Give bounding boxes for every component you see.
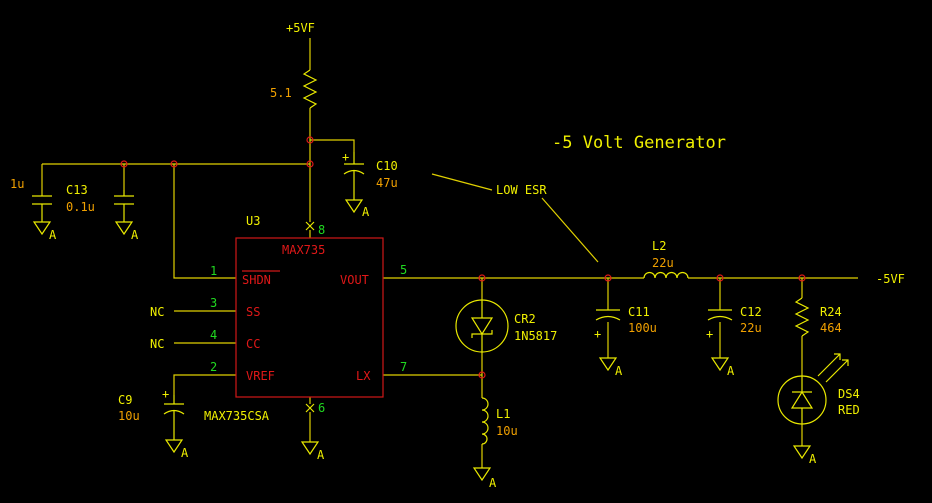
- c11-value: 100u: [628, 321, 657, 335]
- capacitor-c11: [595, 309, 621, 321]
- diode-cr2: [455, 299, 509, 353]
- pin-4-number: 4: [210, 328, 217, 342]
- c10-ref: C10: [376, 159, 398, 173]
- ground-label: A: [131, 228, 139, 242]
- pin-shdn-label: SHDN: [242, 273, 271, 287]
- c12-polarity: +: [706, 327, 713, 341]
- wires: [41, 38, 858, 468]
- inductor-l1: [481, 397, 489, 445]
- l2-value: 22u: [652, 256, 674, 270]
- c9-value: 10u: [118, 409, 140, 423]
- cc-nc-label: NC: [150, 337, 164, 351]
- capacitor-c10: [343, 152, 365, 200]
- ds4-value: RED: [838, 403, 860, 417]
- pin-cc-label: CC: [246, 337, 260, 351]
- ground-icon: [344, 199, 364, 214]
- ground-label: A: [317, 448, 325, 462]
- junction-nodes: [120, 136, 806, 379]
- cr2-ref: CR2: [514, 312, 536, 326]
- c11-polarity: +: [594, 327, 601, 341]
- diagram-title: -5 Volt Generator: [552, 133, 726, 153]
- r24-value: 464: [820, 321, 842, 335]
- l1-value: 10u: [496, 424, 518, 438]
- ground-icon: [598, 357, 618, 372]
- ground-icon: [114, 221, 134, 236]
- ground-label: A: [489, 476, 497, 490]
- c10-value: 47u: [376, 176, 398, 190]
- chip-body: [235, 237, 384, 398]
- rail-vout-label: -5VF: [876, 272, 905, 286]
- cr2-value: 1N5817: [514, 329, 557, 343]
- ground-label: A: [362, 205, 370, 219]
- ground-symbols: A A A A A A A A A: [32, 199, 817, 490]
- r-in-value: 5.1: [270, 86, 292, 100]
- inductor-l2: [643, 271, 689, 279]
- capacitor-c12: [707, 309, 733, 321]
- ground-icon: [32, 221, 52, 236]
- c13-ref: C13: [66, 183, 88, 197]
- chip-name: MAX735: [282, 243, 325, 257]
- ground-label: A: [615, 364, 623, 378]
- pin-5-number: 5: [400, 263, 407, 277]
- resistor-r24: [794, 297, 810, 337]
- chip-part-number: MAX735CSA: [204, 409, 270, 423]
- c9-polarity: +: [162, 387, 169, 401]
- pin-7-number: 7: [400, 360, 407, 374]
- c12-ref: C12: [740, 305, 762, 319]
- rail-vin-label: +5VF: [286, 21, 315, 35]
- ss-nc-label: NC: [150, 305, 164, 319]
- r24-ref: R24: [820, 305, 842, 319]
- ground-icon: [472, 467, 492, 482]
- ground-icon: [710, 357, 730, 372]
- pin-6-number: 6: [318, 401, 325, 415]
- cap-1u-value: 1u: [10, 177, 24, 191]
- capacitor-c9: [163, 395, 185, 440]
- ground-icon: [164, 439, 184, 454]
- ground-icon: [792, 445, 812, 460]
- ds4-ref: DS4: [838, 387, 860, 401]
- c11-ref: C11: [628, 305, 650, 319]
- pin-3-number: 3: [210, 296, 217, 310]
- ground-label: A: [809, 452, 817, 466]
- no-connect-marks: [305, 221, 315, 413]
- ground-label: A: [181, 446, 189, 460]
- pin-8-number: 8: [318, 223, 325, 237]
- ground-label: A: [49, 228, 57, 242]
- pin-vref-label: VREF: [246, 369, 275, 383]
- pin-ss-label: SS: [246, 305, 260, 319]
- note-low-esr: LOW ESR: [496, 183, 547, 197]
- c13-value: 0.1u: [66, 200, 95, 214]
- ground-icon: [300, 441, 320, 456]
- chip-ref: U3: [246, 214, 260, 228]
- l2-ref: L2: [652, 239, 666, 253]
- ground-label: A: [727, 364, 735, 378]
- pin-vout-label: VOUT: [340, 273, 369, 287]
- capacitor-c13: [114, 190, 134, 222]
- pin-lx-label: LX: [356, 369, 371, 383]
- resistor-r-in: [302, 69, 318, 109]
- c9-ref: C9: [118, 393, 132, 407]
- c12-value: 22u: [740, 321, 762, 335]
- led-ds4: [777, 353, 849, 425]
- pin-1-number: 1: [210, 264, 217, 278]
- pin-2-number: 2: [210, 360, 217, 374]
- c10-polarity: +: [342, 150, 349, 164]
- capacitor-1u: [32, 195, 52, 222]
- l1-ref: L1: [496, 407, 510, 421]
